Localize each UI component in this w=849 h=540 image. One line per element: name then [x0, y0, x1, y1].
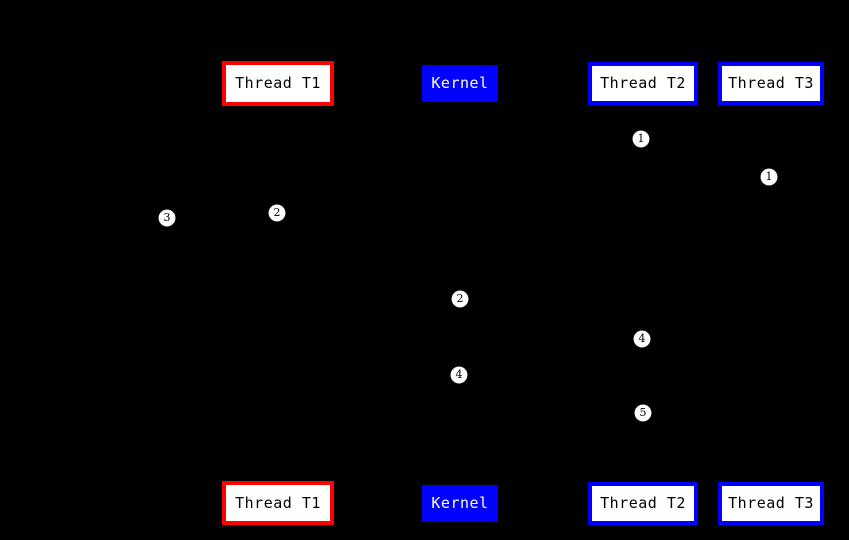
participant-label: Kernel: [431, 494, 489, 512]
participant-label: Thread T2: [600, 494, 686, 512]
participant-kernel-bottom[interactable]: Kernel: [422, 485, 498, 522]
participant-t2-bottom[interactable]: Thread T2: [588, 482, 698, 525]
badge-t2-5: 5: [635, 405, 651, 421]
badge-t2-1: 1: [633, 131, 649, 147]
badge-t3-1: 1: [761, 169, 777, 185]
participant-label: Kernel: [431, 74, 489, 92]
lifeline-t3: [771, 105, 772, 482]
badge-t1-2: 2: [269, 205, 285, 221]
participant-t3-bottom[interactable]: Thread T3: [718, 482, 824, 525]
msg-4: [278, 296, 461, 302]
badge-t2-4: 4: [634, 331, 650, 347]
participant-label: Thread T1: [235, 493, 321, 512]
participant-t1-top[interactable]: Thread T1: [222, 61, 334, 106]
msg-2: [277, 174, 643, 180]
participant-label: Thread T2: [600, 74, 686, 92]
msg-1: [643, 136, 772, 142]
participant-t3-top[interactable]: Thread T3: [718, 62, 824, 105]
msg-7: [460, 410, 644, 416]
participant-t2-top[interactable]: Thread T2: [588, 62, 698, 105]
msg-3: [166, 210, 278, 216]
badge-kernel-2: 2: [452, 291, 468, 307]
participant-label: Thread T3: [728, 494, 814, 512]
msg-6: [278, 372, 461, 378]
lifeline-t1: [278, 106, 279, 481]
participant-t1-bottom[interactable]: Thread T1: [222, 481, 334, 525]
lifeline-t2: [643, 105, 644, 482]
participant-kernel-top[interactable]: Kernel: [422, 65, 498, 102]
badge-kernel-4: 4: [451, 367, 467, 383]
participant-label: Thread T1: [235, 74, 321, 92]
msg-5: [460, 336, 644, 342]
badge-left-3: 3: [159, 210, 175, 226]
participant-label: Thread T3: [728, 74, 814, 92]
